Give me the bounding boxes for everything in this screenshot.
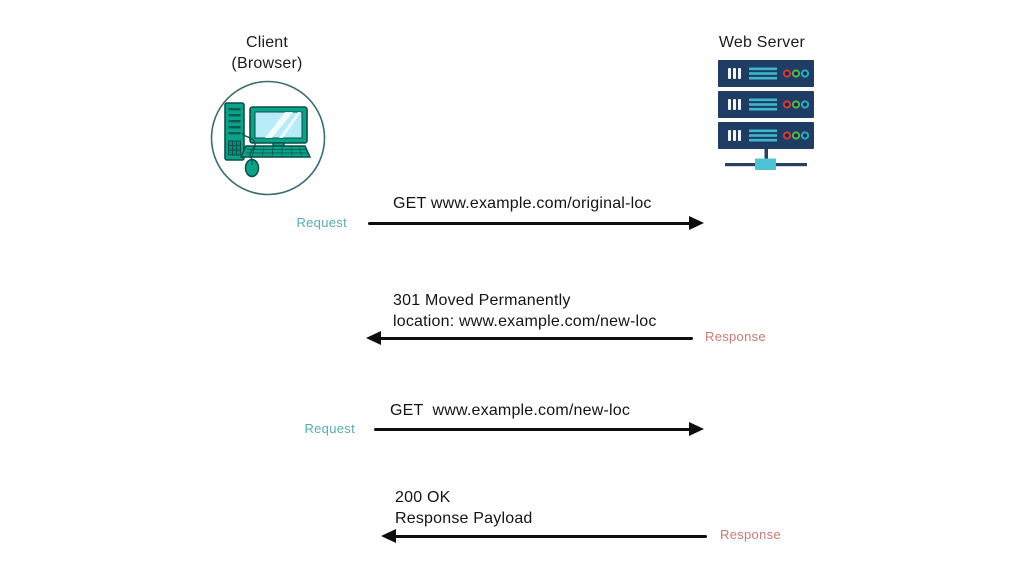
server-label: Web Server <box>718 34 806 51</box>
response-arrow-2-head <box>381 529 396 543</box>
message-4-text-line2: Response Payload <box>395 510 533 527</box>
message-4-flow-label: Response <box>720 527 781 542</box>
server-rack-icon <box>718 60 814 170</box>
client-label-line2: (Browser) <box>231 55 303 72</box>
message-1-text: GET www.example.com/original-loc <box>393 195 652 212</box>
message-2-flow-label: Response <box>705 329 766 344</box>
response-arrow-1-head <box>366 331 381 345</box>
message-3-flow-label: Request <box>304 421 355 436</box>
desktop-computer-icon <box>210 80 326 196</box>
message-2-text-line1: 301 Moved Permanently <box>393 292 571 309</box>
network-switch <box>755 158 776 170</box>
request-arrow-1-head <box>689 216 704 230</box>
response-arrow-1-line <box>378 337 693 340</box>
message-2-text-line2: location: www.example.com/new-loc <box>393 313 657 330</box>
message-4-text-line1: 200 OK <box>395 489 451 506</box>
request-arrow-2-head <box>689 422 704 436</box>
response-arrow-2-line <box>393 535 707 538</box>
message-3-text: GET www.example.com/new-loc <box>390 402 631 419</box>
client-label-line1: Client <box>245 34 289 51</box>
network-stem <box>764 149 768 163</box>
request-arrow-1-line <box>368 222 691 225</box>
request-arrow-2-line <box>374 428 691 431</box>
message-1-flow-label: Request <box>296 215 347 230</box>
